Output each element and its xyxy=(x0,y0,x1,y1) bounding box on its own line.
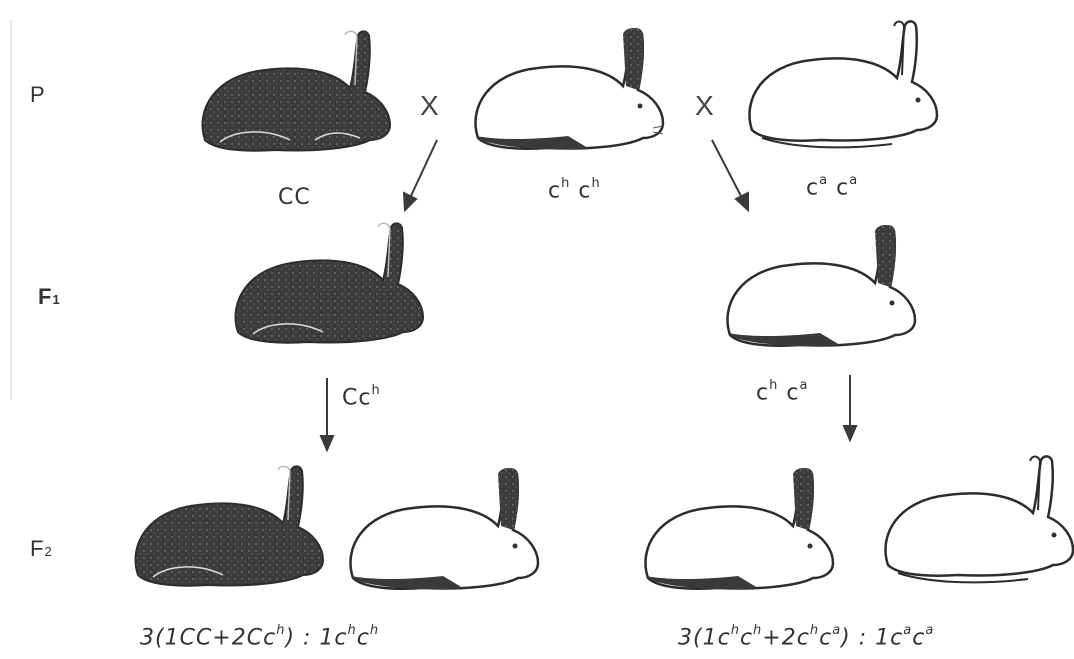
generation-label-f2: F2 xyxy=(30,536,53,562)
arrow-p-to-f1-right xyxy=(712,140,748,210)
rabbit-dark-f2 xyxy=(136,466,324,585)
rabbit-albino-p xyxy=(750,21,938,147)
rabbit-dark-f1 xyxy=(236,223,424,342)
genotype-p-albino: ca ca xyxy=(806,175,858,200)
arrow-p-to-f1-left xyxy=(404,140,437,210)
arrow-f1-to-f2-left xyxy=(321,378,333,450)
rabbit-himalayan-f1 xyxy=(728,225,916,346)
ratio-left: 3(1CC+2Cch) : 1chch xyxy=(140,625,379,650)
genotype-f1-left: Cch xyxy=(342,385,381,410)
rabbit-himalayan-p xyxy=(476,28,664,149)
genotype-p-himalayan: ch ch xyxy=(548,178,601,203)
rabbit-dark-p xyxy=(203,31,391,150)
rabbit-himalayan-f2-right xyxy=(646,468,834,589)
generation-label-p: P xyxy=(30,82,46,108)
ratio-right: 3(1chch+2chca) : 1caca xyxy=(678,625,934,650)
arrow-f1-to-f2-right xyxy=(844,375,856,440)
rabbit-himalayan-f2-left xyxy=(351,468,539,589)
generation-label-f1: F1 xyxy=(38,284,61,310)
genotype-f1-right: ch ca xyxy=(756,380,808,405)
cross-symbol-left: X xyxy=(420,90,439,122)
cross-symbol-right: X xyxy=(695,90,714,122)
rabbit-albino-f2 xyxy=(886,456,1074,582)
genotype-p-dark: CC xyxy=(278,185,311,210)
